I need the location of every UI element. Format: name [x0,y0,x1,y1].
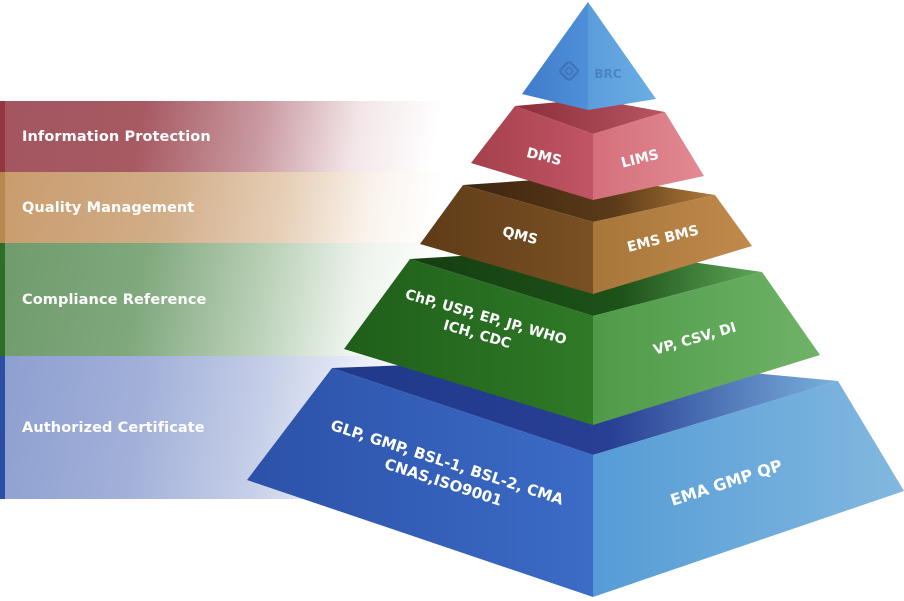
tier-left-face [247,368,593,597]
brc-logo-text: BRC [594,67,621,81]
tier-right-face [593,381,904,597]
category-label: Compliance Reference [22,291,207,308]
apex-right-face [588,2,656,110]
category-label: Authorized Certificate [22,419,205,436]
tier-right-face [593,195,752,294]
pyramid-apex: BRC [522,2,656,110]
pyramid-tier-information-protection: DMS LIMS [471,99,704,200]
category-label: Information Protection [22,128,211,145]
category-edge-marker [0,101,5,172]
tier-left-face [471,106,593,200]
brc-logo-icon [559,61,579,81]
tier-left-face [420,185,593,294]
category-band-information-protection: Information Protection [0,101,470,172]
tier-top-face [463,176,715,222]
tier-right-face [593,112,704,200]
tier-right-face [593,272,820,425]
apex-left-face [522,2,588,110]
tier-left-face [344,259,593,425]
pyramid-tier-quality-management: QMS EMS BMS [420,176,752,294]
tier-top-face [515,99,665,134]
brc-logo: BRC [559,61,622,81]
category-label: Quality Management [22,199,195,216]
category-edge-marker [0,356,5,499]
category-edge-marker [0,243,5,356]
category-band-quality-management: Quality Management [0,172,470,243]
category-edge-marker [0,172,5,243]
